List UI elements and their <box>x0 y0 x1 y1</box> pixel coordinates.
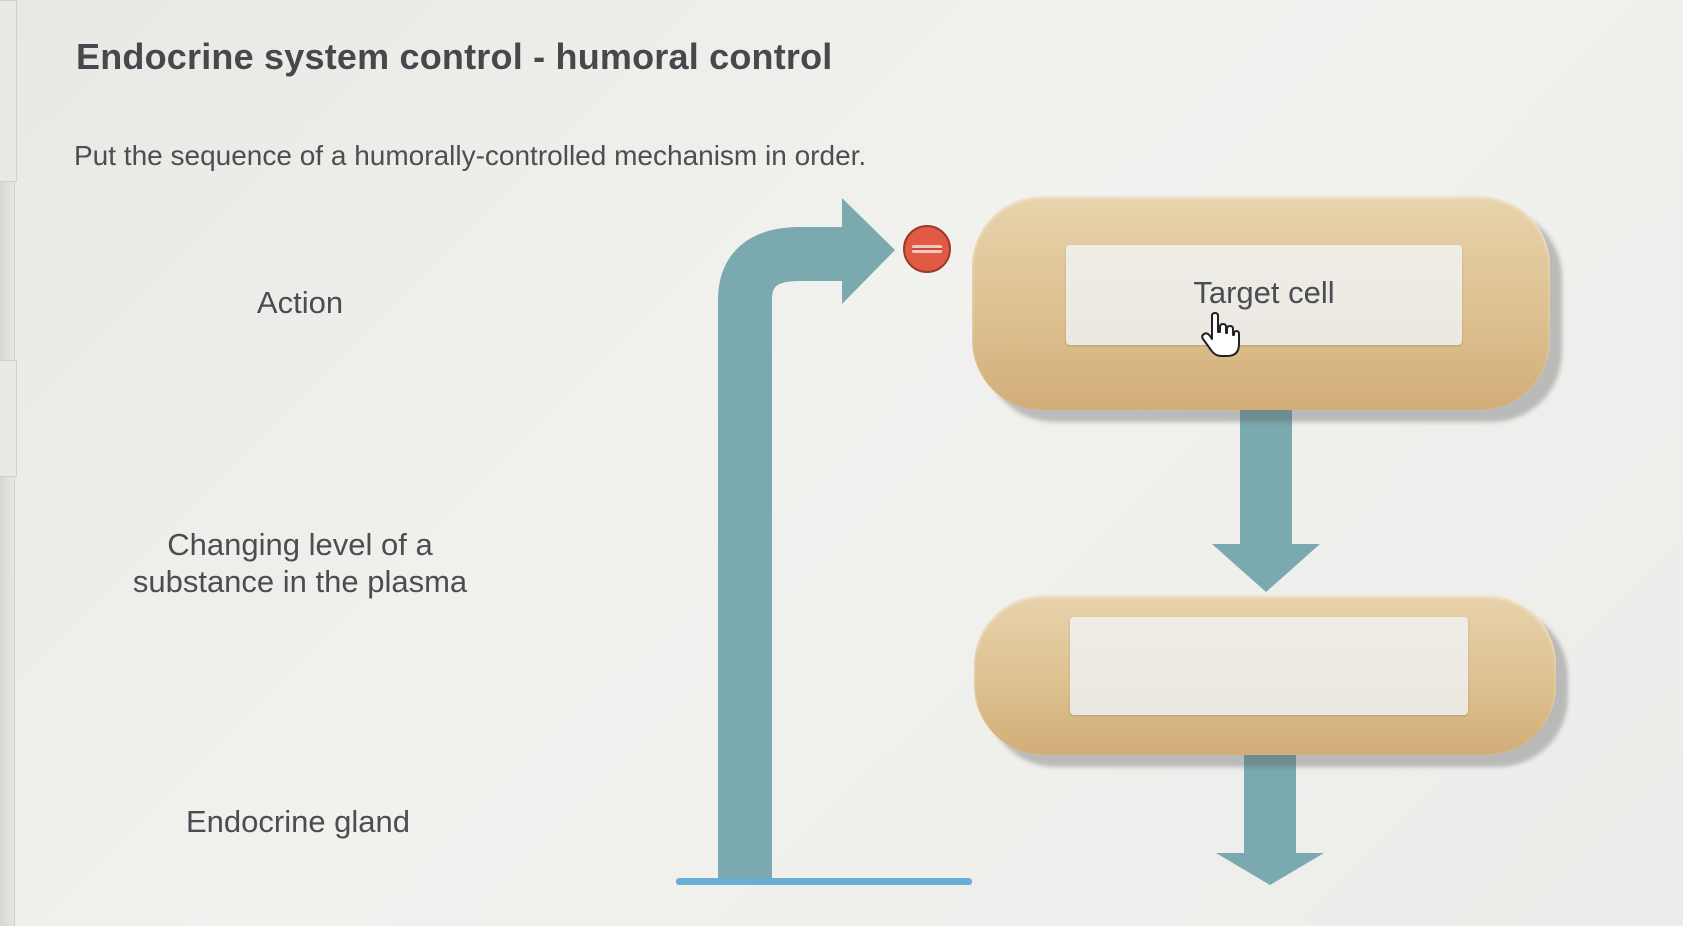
down-arrow-shaft-1 <box>1240 410 1292 548</box>
drag-item-action[interactable]: Action <box>256 285 344 320</box>
hand-pointer-icon <box>1201 312 1240 357</box>
left-panel-edge <box>0 0 17 926</box>
left-panel-tab <box>0 0 17 182</box>
left-panel-tab <box>0 360 17 477</box>
instruction-text: Put the sequence of a humorally-controll… <box>74 140 867 171</box>
down-arrow-head-2 <box>1216 853 1324 885</box>
page-title: Endocrine system control - humoral contr… <box>76 36 833 77</box>
down-arrow-shaft-2 <box>1244 755 1296 857</box>
drag-item-endocrine-gland[interactable]: Endocrine gland <box>185 804 411 839</box>
down-arrow-head-1 <box>1212 544 1320 592</box>
minus-circle-icon <box>903 225 951 273</box>
drag-item-changing-level[interactable]: Changing level of a substance in the pla… <box>132 527 468 599</box>
drop-slot-top[interactable]: Target cell <box>1066 245 1462 345</box>
feedback-arrow-head <box>842 198 895 304</box>
drop-slot-top-value: Target cell <box>1193 275 1335 310</box>
baseline-bar <box>676 878 972 885</box>
drop-slot-bottom[interactable] <box>1070 617 1468 715</box>
feedback-arrow-shaft <box>718 227 845 878</box>
